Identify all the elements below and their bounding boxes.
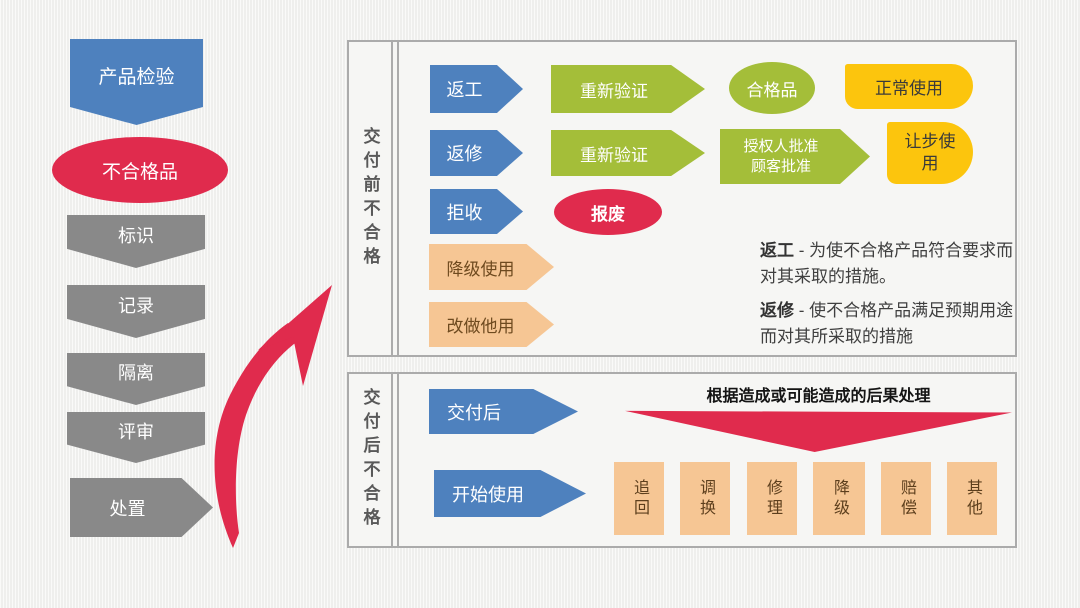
flow-step-label: 隔离: [118, 363, 154, 383]
flow-step-label: 记录: [118, 295, 154, 316]
post-delivery-side-label: 交付后不合格: [360, 388, 380, 532]
approval-line1: 授权人批准: [743, 138, 819, 155]
consequence-banner-title: 根据造成或可能造成的后果处理: [706, 388, 931, 405]
repair-arrow: 返修: [430, 130, 523, 176]
rework-definition-note: 返工 - 为使不合格产品符合要求而对其采取的措施。: [760, 238, 1018, 289]
panel-divider: [391, 42, 399, 355]
flow-step-isolation: 隔离: [67, 353, 205, 405]
rework-label: 返工: [446, 80, 483, 100]
flow-step-review: 评审: [67, 412, 205, 463]
conforming-label: 合格品: [746, 80, 798, 100]
normal-use-tab: 正常使用: [845, 64, 973, 109]
flow-step-label: 标识: [118, 225, 154, 246]
action-box-compensate: 赔偿: [881, 462, 931, 535]
after-delivery-label: 交付后: [447, 402, 501, 423]
reverify-arrow-1: 重新验证: [551, 65, 705, 113]
scrap-ellipse: 报废: [554, 189, 662, 235]
reject-arrow: 拒收: [430, 189, 523, 234]
normal-use-label: 正常使用: [875, 79, 943, 98]
start-use-label: 开始使用: [452, 484, 524, 505]
flow-step-record: 记录: [67, 285, 205, 338]
scrap-label: 报废: [591, 204, 625, 224]
concession-use-tab: 让步使用: [887, 122, 973, 184]
approval-line2: 顾客批准: [750, 157, 811, 175]
flow-step-label: 处置: [109, 498, 146, 519]
downgrade-use-arrow: 降级使用: [429, 244, 554, 290]
flow-step-label: 产品检验: [98, 66, 175, 88]
repair-label: 返修: [446, 144, 483, 164]
action-box-other: 其他: [947, 462, 997, 535]
curved-arrow-up-icon: [214, 285, 332, 548]
consequence-triangle: [625, 410, 1012, 452]
note-desc: - 为使不合格产品符合要求而对其采取的措施。: [760, 241, 1014, 286]
pre-delivery-side-label: 交付前不合格: [360, 126, 380, 271]
flow-step-identification: 标识: [67, 215, 205, 268]
action-box-downgrade: 降级: [813, 462, 865, 535]
note-term: 返工: [760, 241, 794, 260]
flow-step-label: 评审: [118, 421, 154, 442]
reverify-label: 重新验证: [580, 81, 648, 101]
action-box-recall: 追回: [614, 462, 664, 535]
note-term: 返修: [760, 301, 794, 320]
downgrade-label: 降级使用: [446, 259, 515, 279]
rework-arrow: 返工: [430, 65, 523, 113]
approval-arrow: 授权人批准 顾客批准: [720, 129, 870, 184]
panel-divider: [391, 374, 399, 546]
reject-label: 拒收: [446, 202, 483, 223]
action-box-repair: 修理: [747, 462, 797, 535]
after-delivery-arrow: 交付后: [429, 389, 578, 434]
action-label: 降级: [831, 478, 848, 519]
action-label: 调换: [697, 478, 714, 519]
concession-use-label: 让步使用: [904, 131, 956, 173]
note-desc: - 使不合格产品满足预期用途而对其所采取的措施: [760, 301, 1014, 346]
reverify-arrow-2: 重新验证: [551, 130, 705, 176]
repurpose-label: 改做他用: [446, 317, 515, 336]
flow-step-disposition: 处置: [70, 478, 213, 537]
post-delivery-panel: 交付后不合格 交付后 开始使用 根据造成或可能造成的后果处理 追回 调换 修理 …: [347, 372, 1017, 548]
flow-step-product-inspection: 产品检验: [70, 39, 203, 125]
action-box-exchange: 调换: [680, 462, 730, 535]
action-label: 赔偿: [898, 478, 915, 519]
action-label: 追回: [631, 478, 648, 519]
start-use-arrow: 开始使用: [434, 470, 586, 517]
repurpose-arrow: 改做他用: [429, 302, 554, 347]
action-label: 修理: [764, 478, 781, 519]
conforming-product-ellipse: 合格品: [729, 62, 815, 114]
flow-step-label: 不合格品: [101, 161, 178, 183]
flow-step-nonconforming-product: 不合格品: [52, 137, 228, 203]
pre-delivery-panel: 交付前不合格 返工 重新验证 合格品 正常使用 返修 重新验证 授权人批准 顾客…: [347, 40, 1017, 357]
reverify-label: 重新验证: [580, 145, 648, 165]
action-label: 其他: [964, 478, 981, 519]
repair-definition-note: 返修 - 使不合格产品满足预期用途而对其所采取的措施: [760, 298, 1018, 349]
